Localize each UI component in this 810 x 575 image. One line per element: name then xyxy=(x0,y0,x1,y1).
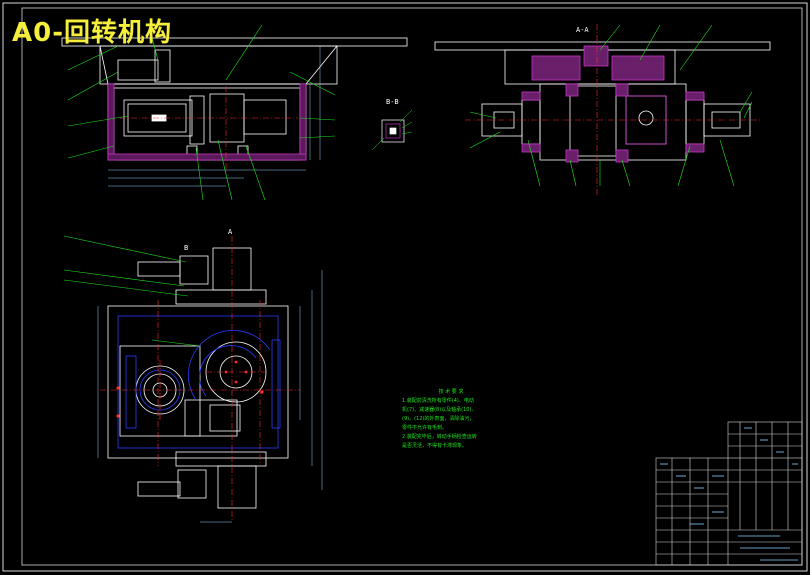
drawing-title: A0-回转机构 xyxy=(12,18,173,48)
section-label-aa: A-A xyxy=(576,26,589,34)
title-block xyxy=(655,421,803,566)
title-block-text-strokes xyxy=(660,427,798,561)
bb-view xyxy=(381,119,405,143)
aa-section-hatch xyxy=(521,45,705,163)
front-view-hatch xyxy=(107,83,307,161)
technical-requirements-line: 是否灵活，不得有卡滞现象。 xyxy=(402,443,468,449)
technical-requirements-line: (9)、(12)的外表面，清除油污， xyxy=(402,416,475,422)
aa-center xyxy=(465,24,760,196)
plan-view-dims xyxy=(97,270,323,523)
plan-view-centers xyxy=(100,236,300,520)
plan-view-leaders xyxy=(63,235,201,347)
plan-view xyxy=(107,247,289,509)
front-view-center xyxy=(120,86,298,172)
section-label-b-plan: B xyxy=(184,244,189,252)
bb-leaders xyxy=(371,109,413,151)
inner-border xyxy=(21,7,803,566)
aa-leaders xyxy=(469,24,753,187)
plan-view-blue xyxy=(125,329,281,429)
technical-requirements: 技 术 要 求 1.装配前清洗所有零件(4)、电动 机(7)、减速器(8)以及轴… xyxy=(402,388,492,451)
section-label-a-plan: A xyxy=(228,228,233,236)
plan-view-bolts xyxy=(116,360,264,418)
technical-requirements-heading: 技 术 要 求 xyxy=(438,389,464,395)
technical-requirements-line: 1.装配前清洗所有零件(4)、电动 xyxy=(402,398,474,404)
front-view-dims xyxy=(108,46,321,187)
section-label-bb: B-B xyxy=(386,98,399,106)
technical-requirements-line: 2.装配完毕后，转动手柄检查运转 xyxy=(402,434,477,440)
technical-requirements-line: 零件不允许有毛刺。 xyxy=(402,425,448,431)
front-view-leaders xyxy=(67,24,336,201)
technical-requirements-line: 机(7)、减速器(8)以及轴承(10)、 xyxy=(402,407,477,413)
